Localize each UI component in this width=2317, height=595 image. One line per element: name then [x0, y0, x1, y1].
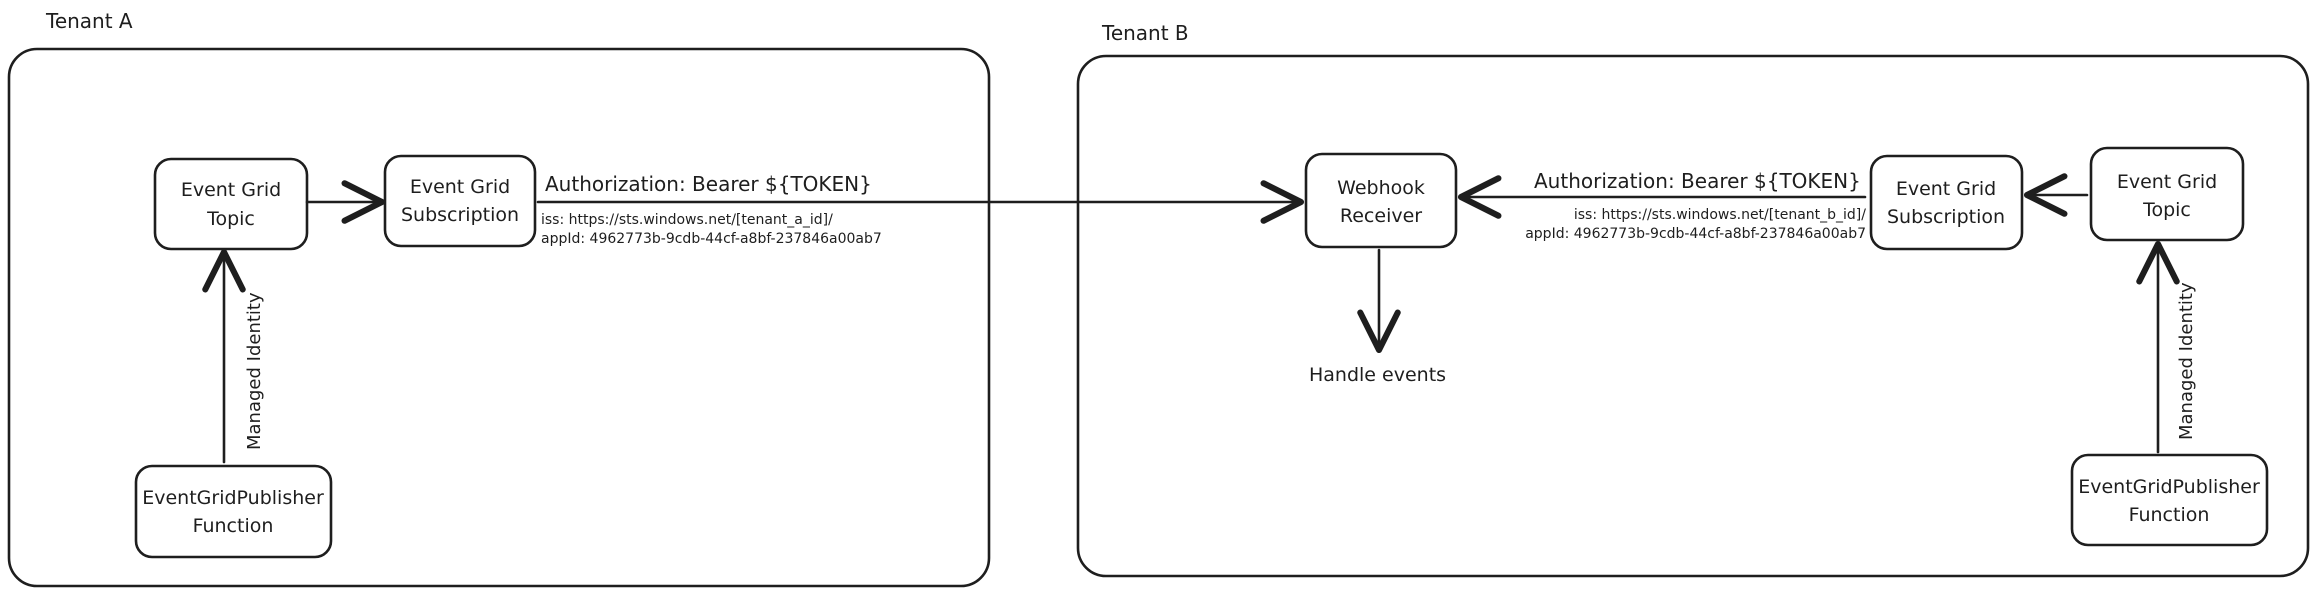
- tenant-b-topic-label-line1: Event Grid: [2117, 171, 2217, 193]
- tenant-b-webhook-box: [1304, 152, 1458, 249]
- tenant-a-appid-line: appId: 4962773b-9cdb-44cf-a8bf-237846a00…: [541, 231, 882, 247]
- tenant-a-publisher-label-line2: Function: [193, 515, 274, 537]
- tenant-b-publisher-label-line2: Function: [2129, 504, 2210, 526]
- tenant-b-subscription-label-line2: Subscription: [1887, 206, 2005, 228]
- tenant-b-iss-line: iss: https://sts.windows.net/[tenant_b_i…: [1574, 207, 1866, 223]
- tenant-a-publisher-label-line1: EventGridPublisher: [142, 487, 324, 509]
- tenant-a-iss-line: iss: https://sts.windows.net/[tenant_a_i…: [541, 212, 833, 228]
- tenant-b-publisher-label-line1: EventGridPublisher: [2078, 476, 2260, 498]
- tenant-b-subscription-box: [1869, 154, 2024, 251]
- tenant-b-auth-header: Authorization: Bearer ${TOKEN}: [1534, 169, 1861, 193]
- tenant-a-subscription-label-line1: Event Grid: [410, 176, 510, 198]
- tenant-b-webhook-label-line2: Receiver: [1340, 205, 1422, 227]
- tenant-a-topic-label-line1: Event Grid: [181, 179, 281, 201]
- tenant-a-publisher-box: [134, 464, 333, 559]
- tenant-b-label: Tenant B: [1101, 21, 1189, 45]
- tenant-b-topic-label-line2: Topic: [2142, 199, 2191, 221]
- tenant-a-topic-box: [153, 157, 309, 251]
- tenant-a-label: Tenant A: [45, 9, 133, 33]
- tenant-b-topic-box: [2089, 146, 2245, 242]
- tenant-a-subscription-label-line2: Subscription: [401, 204, 519, 226]
- tenant-a-auth-header: Authorization: Bearer ${TOKEN}: [545, 172, 872, 196]
- tenant-a-subscription-box: [383, 154, 537, 248]
- tenant-a-topic-label-line2: Topic: [206, 208, 255, 230]
- tenant-b-appid-line: appId: 4962773b-9cdb-44cf-a8bf-237846a00…: [1525, 226, 1866, 242]
- tenant-a-managed-identity-label: Managed Identity: [244, 292, 265, 450]
- tenant-b-handle-events-label: Handle events: [1309, 364, 1446, 386]
- tenant-b-subscription-label-line1: Event Grid: [1896, 178, 1996, 200]
- tenant-b-publisher-box: [2070, 453, 2269, 547]
- tenant-b-webhook-label-line1: Webhook: [1337, 177, 1425, 199]
- tenant-b-managed-identity-label: Managed Identity: [2176, 282, 2197, 440]
